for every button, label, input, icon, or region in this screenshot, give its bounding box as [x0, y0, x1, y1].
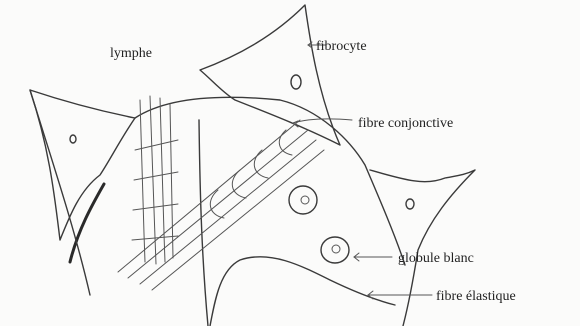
label-fibre-conjonctive: fibre conjonctive	[358, 116, 453, 131]
collagen-bundle-diagonal	[118, 120, 324, 290]
right-fibrocyte-nucleus	[406, 199, 414, 209]
vertical-fibre	[199, 120, 208, 326]
tissue-outline-bottom	[210, 257, 395, 326]
top-fibrocyte-nucleus	[291, 75, 301, 89]
label-fibre-elastique: fibre élastique	[436, 289, 516, 304]
left-fibrocyte-nucleus	[70, 135, 76, 143]
label-fibrocyte: fibrocyte	[316, 39, 367, 54]
elastic-fibre-left	[70, 184, 104, 262]
tissue-outline-left	[30, 90, 90, 295]
label-lymphe: lymphe	[110, 46, 152, 61]
pointer-fibre-conjonctive	[293, 119, 352, 123]
label-globule-blanc: globule blanc	[398, 251, 474, 266]
collagen-bundle-vertical	[132, 96, 178, 264]
white-blood-cell-lower	[321, 237, 349, 263]
top-fibrocyte	[200, 5, 340, 145]
white-blood-cell-upper	[289, 186, 317, 214]
left-fibrocyte	[30, 90, 135, 240]
